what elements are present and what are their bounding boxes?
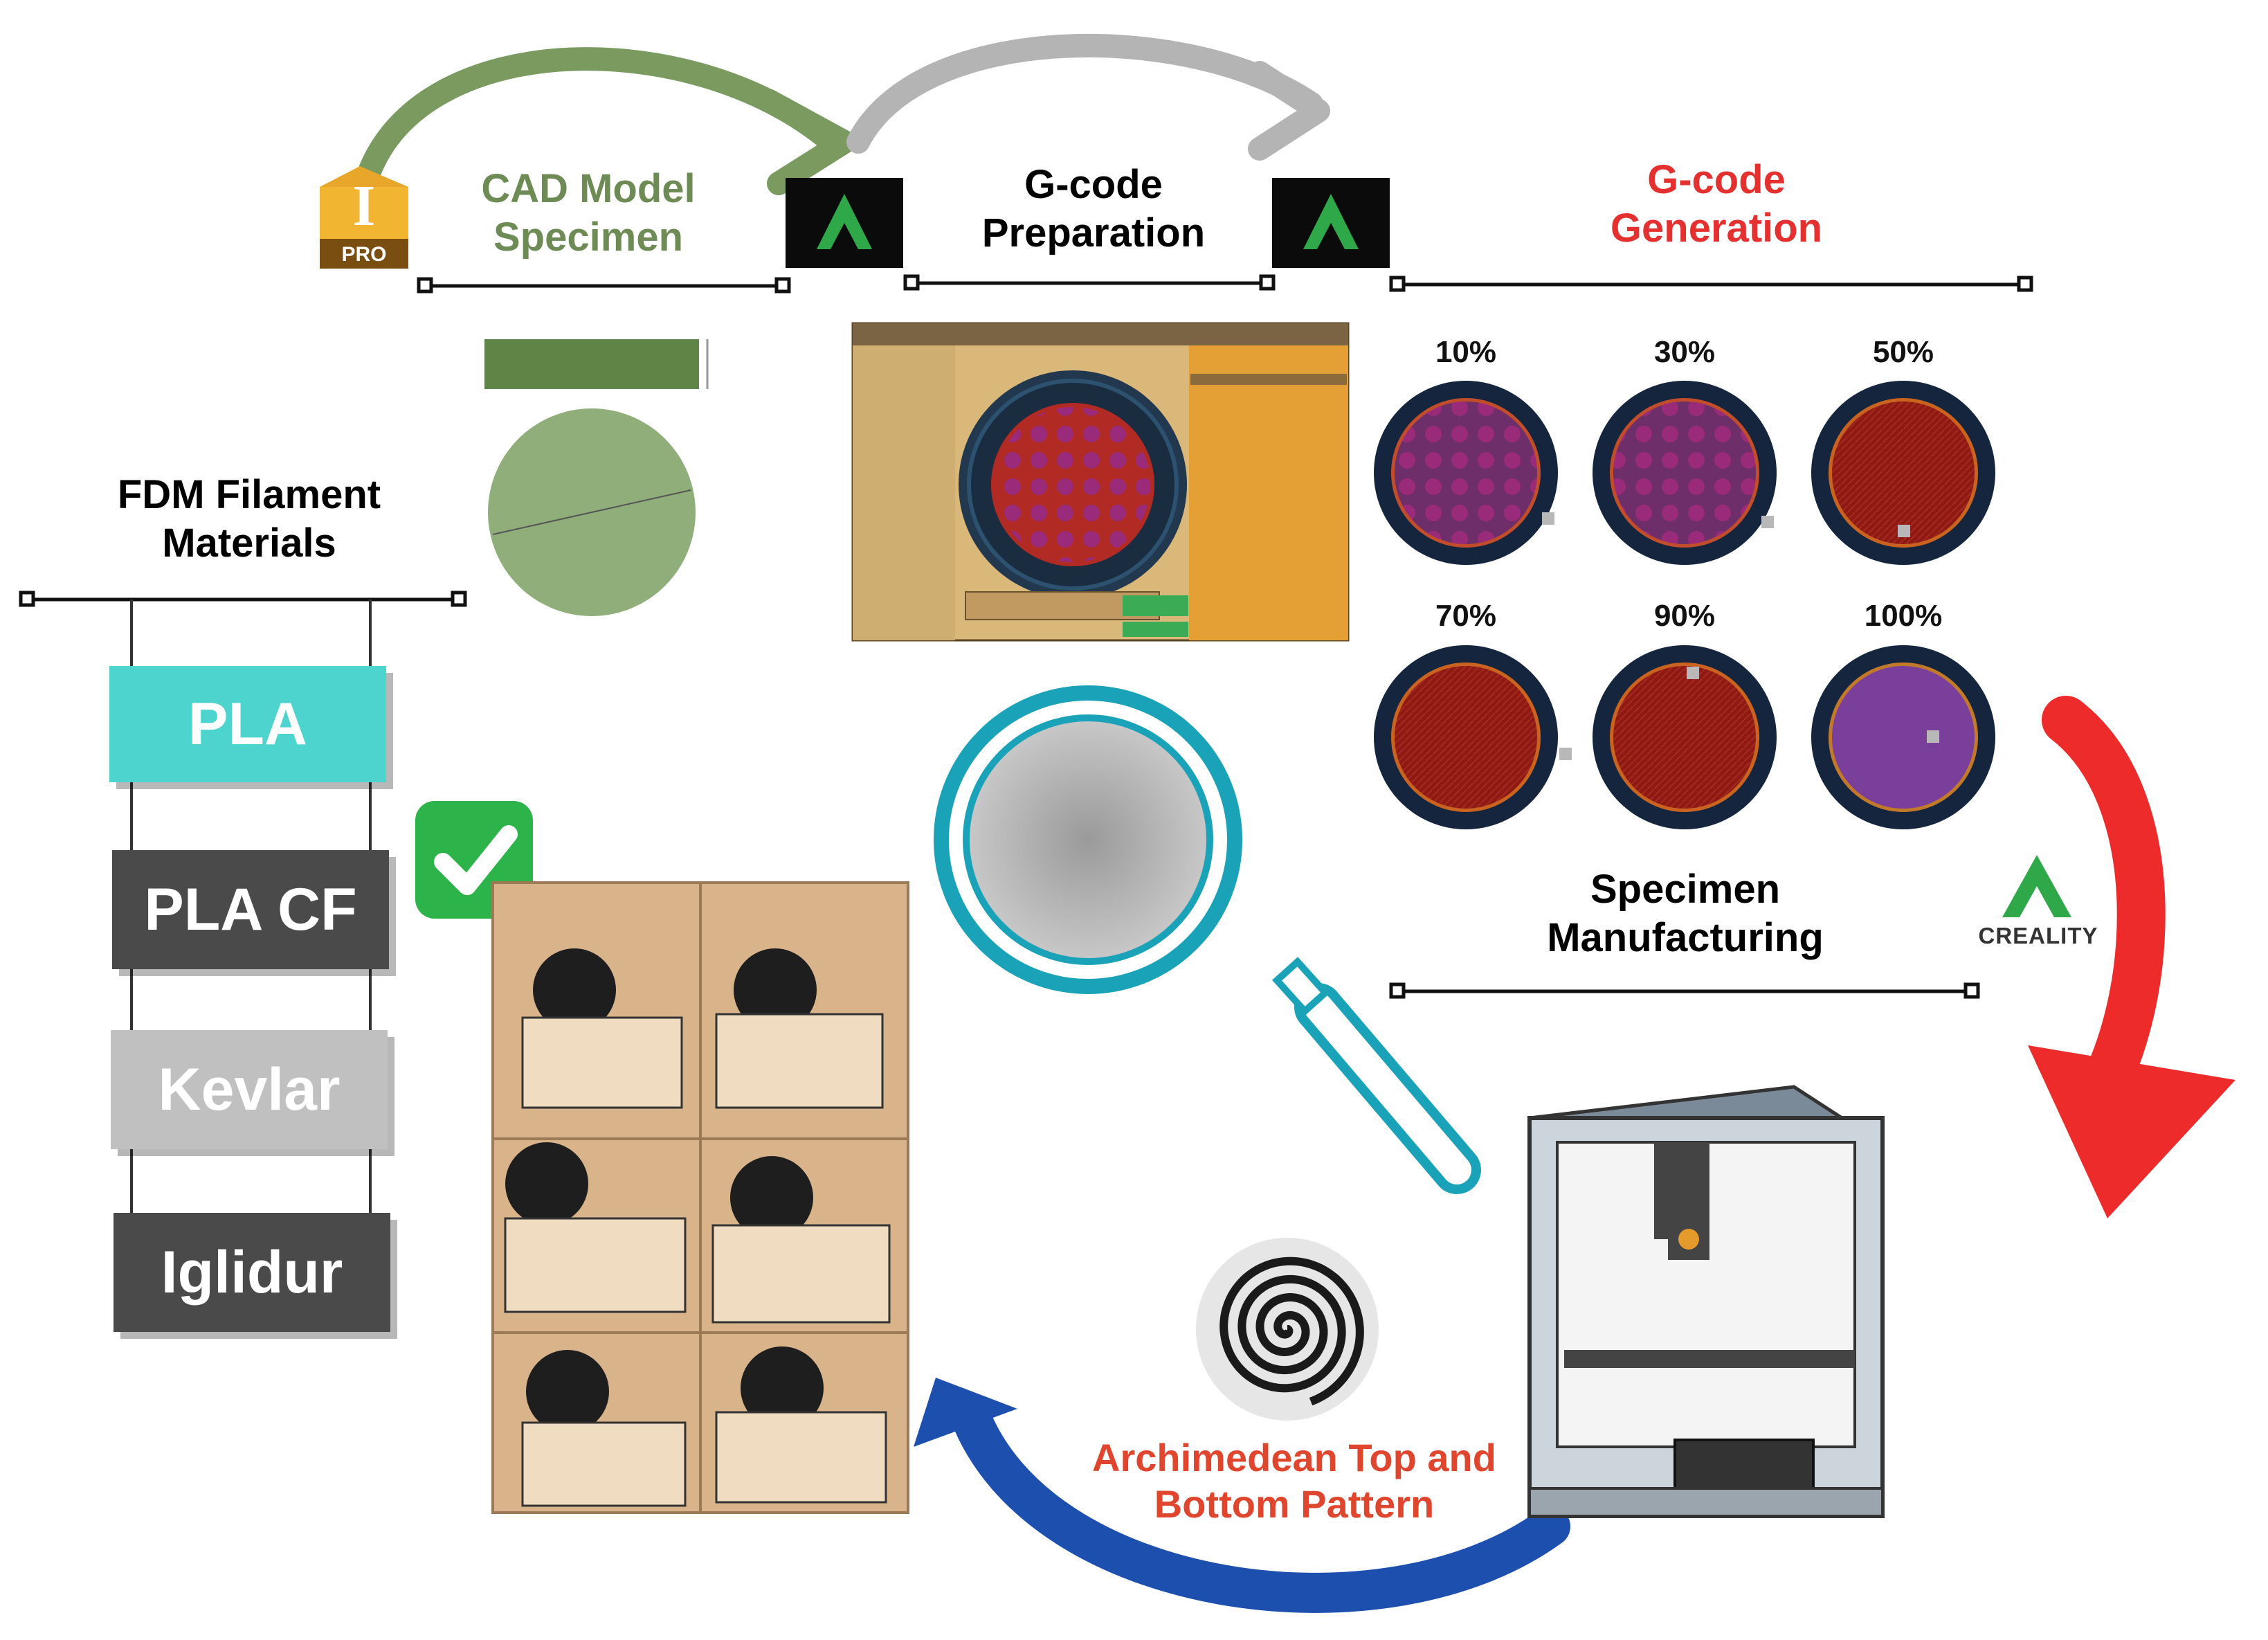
step-title-gcode-preparation-line2: Preparation: [981, 210, 1206, 255]
arrow-prep-to-gen: [846, 33, 1323, 154]
step-title-gcode-generation: G-code Generation: [1571, 156, 1862, 252]
inventor-logo-letter: I: [352, 174, 376, 238]
step-title-fdm-materials-line2: Materials: [162, 520, 336, 566]
underline-cad: [417, 277, 791, 294]
archimedean-spiral-icon: [1196, 1238, 1379, 1421]
step-title-cad-model-line2: Specimen: [493, 214, 683, 260]
step-title-specimen-manufacturing-line2: Manufacturing: [1547, 914, 1824, 960]
creality-brand-text: CREALITY: [1978, 923, 2098, 948]
step-title-specimen-manufacturing: Specimen Manufacturing: [1488, 865, 1883, 962]
infill-disc-50: [1811, 381, 1995, 565]
step-title-fdm-materials: FDM Filament Materials: [55, 471, 443, 567]
pattern-caption: Archimedean Top and Bottom Pattern: [1059, 1434, 1530, 1527]
underline-manufacturing: [1389, 982, 1980, 999]
slicer-screenshot: [851, 322, 1350, 642]
inventor-pro-icon: [320, 166, 408, 269]
material-sign-pla: PLA: [109, 666, 386, 782]
material-sign-kevlar: Kevlar: [111, 1030, 388, 1149]
material-sign-iglidur: Iglidur: [114, 1213, 390, 1332]
infill-label-90: 90%: [1653, 599, 1716, 633]
pattern-caption-line1: Archimedean Top and: [1092, 1436, 1496, 1479]
infill-label-100: 100%: [1864, 599, 1943, 633]
creality-logo-icon: [2002, 855, 2071, 917]
step-title-specimen-manufacturing-line1: Specimen: [1590, 867, 1780, 912]
specimen-bags-illustration: [491, 881, 909, 1514]
arrow-cad-to-prep-head: [756, 89, 856, 195]
magnifier-icon: [934, 685, 1481, 1194]
infill-disc-70: [1374, 645, 1572, 829]
infill-label-50: 50%: [1872, 335, 1934, 369]
step-title-gcode-generation-line2: Generation: [1610, 205, 1823, 251]
3d-printer-illustration: [1527, 1085, 1885, 1518]
blue-arrow-to-bags: [949, 1392, 1570, 1613]
cad-specimen-drawing: [484, 339, 709, 616]
red-arrow-head: [2028, 1045, 2235, 1218]
underline-prep: [903, 274, 1276, 291]
pattern-caption-line2: Bottom Pattern: [1154, 1482, 1435, 1526]
step-title-cad-model-line1: CAD Model: [481, 166, 696, 211]
slicer-app-icon-1: [786, 178, 903, 268]
arrow-prep-to-gen-head: [1248, 61, 1330, 161]
step-title-fdm-materials-line1: FDM Filament: [117, 472, 381, 517]
step-title-cad-model: CAD Model Specimen: [443, 165, 734, 261]
blue-arrow-head: [914, 1378, 1017, 1447]
infill-label-30: 30%: [1653, 335, 1716, 369]
infill-label-70: 70%: [1435, 599, 1497, 633]
step-title-gcode-generation-line1: G-code: [1647, 157, 1786, 202]
underline-gen: [1389, 276, 2033, 292]
infill-disc-100: [1811, 645, 1995, 829]
infill-label-10: 10%: [1435, 335, 1497, 369]
material-sign-pla-cf: PLA CF: [112, 850, 389, 969]
slicer-app-icon-2: [1272, 178, 1390, 268]
infill-disc-30: [1593, 381, 1777, 565]
infill-disc-10: [1374, 381, 1558, 565]
step-title-gcode-preparation-line1: G-code: [1024, 162, 1163, 207]
step-title-gcode-preparation: G-code Preparation: [948, 161, 1239, 257]
underline-materials: [19, 591, 467, 607]
arrow-cad-to-prep: [359, 47, 839, 181]
inventor-logo-badge: PRO: [341, 243, 387, 266]
infill-disc-90: [1593, 645, 1777, 829]
